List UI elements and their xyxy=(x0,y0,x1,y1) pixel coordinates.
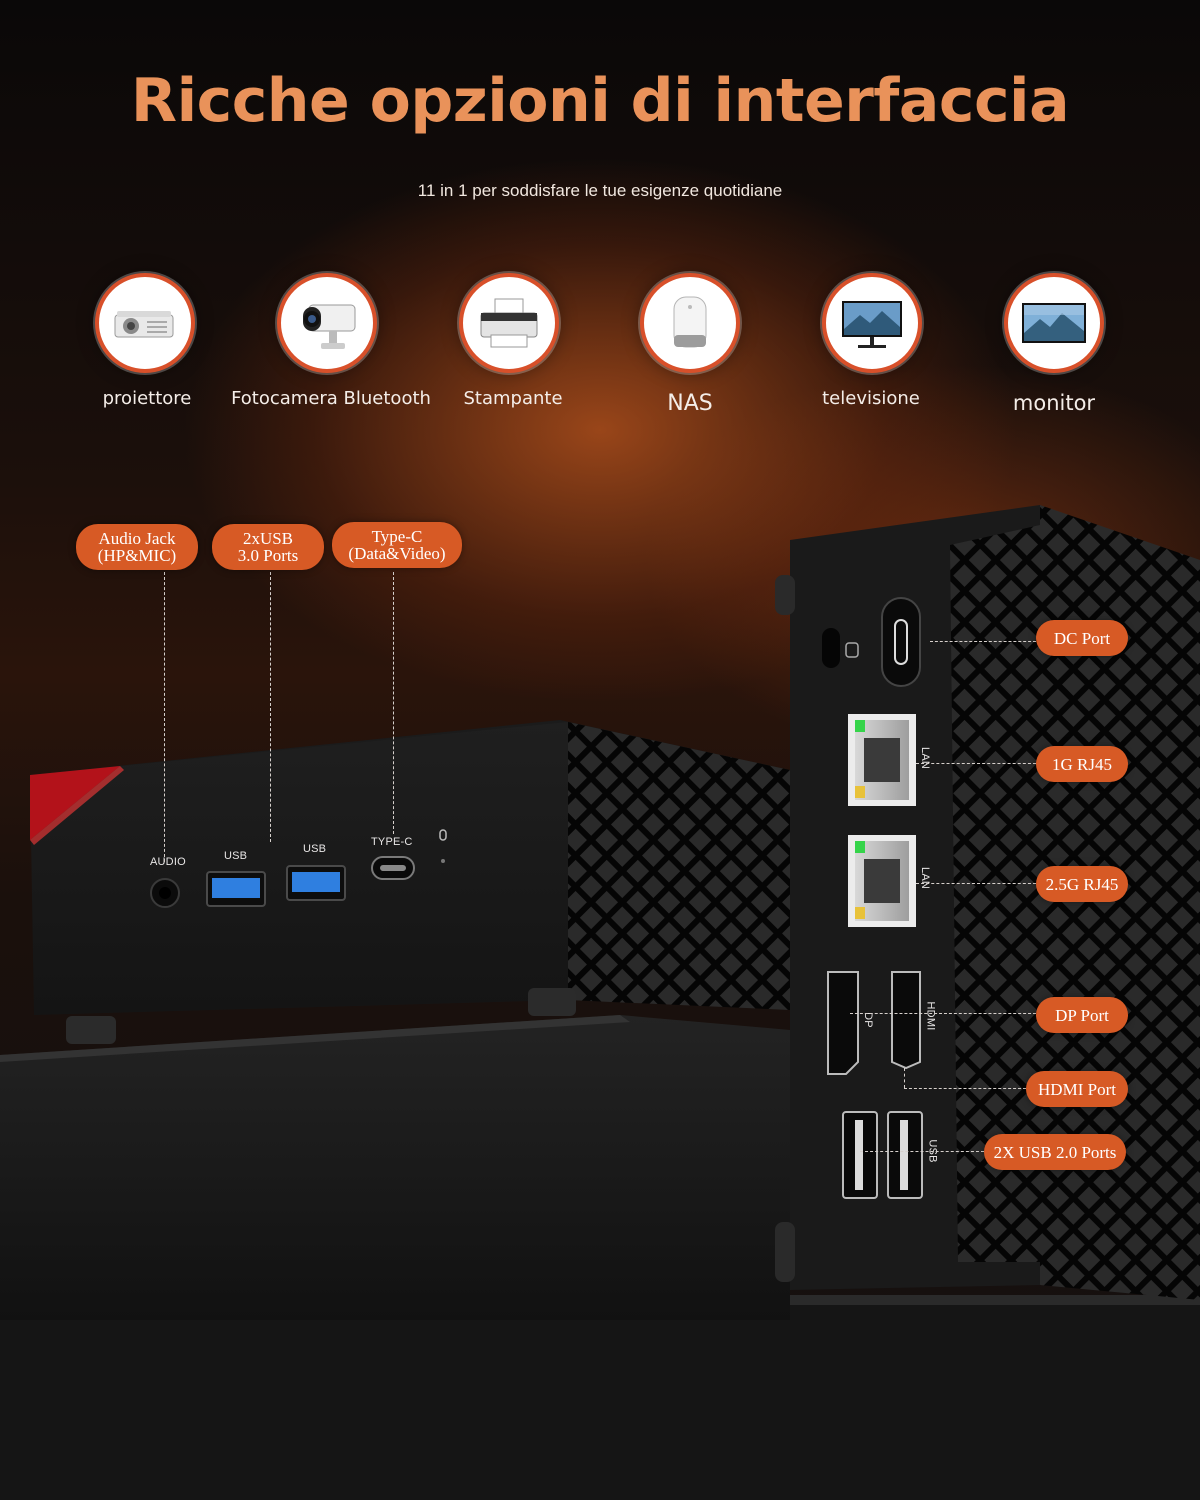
callout-audio-jack: Audio Jack (HP&MIC) xyxy=(76,524,198,570)
device-label-printer: Stampante xyxy=(463,388,563,409)
projector-icon xyxy=(95,273,195,373)
callout-dc-port: DC Port xyxy=(1036,620,1128,656)
port-label-lan-2: LAN xyxy=(919,867,931,889)
callout-line-dp xyxy=(850,1013,1036,1014)
device-label-television: televisione xyxy=(822,388,920,409)
callout-line-usb2 xyxy=(860,1151,984,1152)
callout-hdmi-port: HDMI Port xyxy=(1026,1071,1128,1107)
port-label-audio: AUDIO xyxy=(150,856,186,868)
port-label-usb-1: USB xyxy=(224,850,248,862)
callout-25g-rj45: 2.5G RJ45 xyxy=(1036,866,1128,902)
port-label-usb-2: USB xyxy=(303,843,327,855)
port-label-typec: TYPE-C xyxy=(371,836,413,848)
monitor-icon xyxy=(1004,273,1104,373)
callout-line-hdmi xyxy=(904,1088,1026,1089)
port-label-hdmi: HDMI xyxy=(924,1001,937,1031)
callout-usb2-ports: 2X USB 2.0 Ports xyxy=(984,1134,1126,1170)
port-label-dp: DP xyxy=(861,1012,874,1028)
callout-line-25g xyxy=(916,883,1036,884)
callout-usb3-ports: 2xUSB 3.0 Ports xyxy=(212,524,324,570)
page-subtitle: 11 in 1 per soddisfare le tue esigenze q… xyxy=(417,181,783,200)
callout-line-typec xyxy=(393,572,394,834)
callout-typec: Type-C (Data&Video) xyxy=(332,522,462,568)
device-label-monitor: monitor xyxy=(1012,391,1096,415)
port-label-lan-1: LAN xyxy=(919,747,931,769)
callout-line-usb3 xyxy=(270,572,271,842)
nas-icon xyxy=(640,273,740,373)
device-label-camera: Fotocamera Bluetooth xyxy=(231,388,431,409)
device-label-projector: proiettore xyxy=(102,388,192,409)
callout-line-hdmi-drop xyxy=(904,1068,905,1088)
callout-line-audio xyxy=(164,572,165,862)
callout-line-dc xyxy=(930,641,1036,642)
camera-icon xyxy=(277,273,377,373)
device-label-nas: NAS xyxy=(667,391,713,416)
printer-icon xyxy=(459,273,559,373)
page-title: Ricche opzioni di interfaccia xyxy=(130,66,1070,136)
callout-line-1g xyxy=(916,763,1036,764)
callout-dp-port: DP Port xyxy=(1036,997,1128,1033)
callout-1g-rj45: 1G RJ45 xyxy=(1036,746,1128,782)
television-icon xyxy=(822,273,922,373)
